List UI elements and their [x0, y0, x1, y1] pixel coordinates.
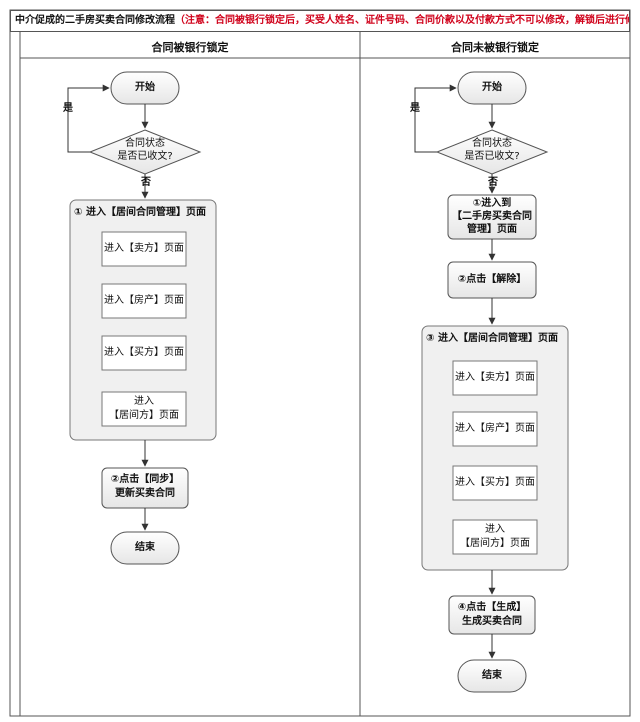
right-item-property-box — [452, 411, 538, 447]
right-decision-label-1: 合同状态 — [472, 138, 512, 149]
left-sync-label-1: ②点击【同步】 — [110, 474, 180, 485]
left-item-seller-box — [101, 231, 187, 267]
title-note: （注意：合同被银行锁定后，买受人姓名、证件号码、合同价款以及付款方式不可以修改，… — [175, 15, 630, 26]
right-item-broker-box — [452, 519, 538, 555]
right-item-broker-2: 【居间方】页面 — [460, 538, 530, 549]
left-end-node — [110, 531, 180, 565]
left-item-property-box — [101, 283, 187, 319]
page-title: 中介促成的二手房买卖合同修改流程 — [15, 15, 175, 26]
right-item-seller: 进入【卖方】页面 — [455, 372, 535, 383]
right-item-seller-box — [452, 360, 538, 396]
right-yes-label: 是 — [410, 103, 420, 114]
right-no-label: 否 — [488, 177, 498, 188]
left-column-heading: 合同被银行锁定 — [151, 41, 229, 54]
right-step2-label: ②点击【解除】 — [457, 274, 527, 285]
left-item-broker-1: 进入 — [134, 396, 154, 407]
right-column-heading: 合同未被银行锁定 — [451, 41, 539, 54]
right-step1-label-2: 【二手房买卖合同 — [452, 211, 532, 222]
page-title-bar: 中介促成的二手房买卖合同修改流程（注意：合同被银行锁定后，买受人姓名、证件号码、… — [10, 10, 630, 32]
right-gen-label-1: ④点击【生成】 — [457, 602, 527, 613]
right-item-property: 进入【房产】页面 — [455, 423, 535, 434]
left-item-broker-2: 【居间方】页面 — [109, 410, 179, 421]
left-item-seller: 进入【卖方】页面 — [104, 243, 184, 254]
left-item-property: 进入【房产】页面 — [104, 295, 184, 306]
left-no-label: 否 — [141, 177, 151, 188]
left-end-label: 结束 — [135, 542, 155, 553]
right-item-buyer-box — [452, 465, 538, 501]
left-item-broker-box — [101, 391, 187, 427]
left-item-buyer-box — [101, 335, 187, 371]
left-yes-label: 是 — [63, 103, 73, 114]
right-end-label: 结束 — [482, 670, 502, 681]
right-gen-label-2: 生成买卖合同 — [462, 616, 522, 627]
right-item-broker-1: 进入 — [485, 524, 505, 535]
right-step1-label-3: 管理】页面 — [467, 224, 517, 235]
right-step1-label-1: ①进入到 — [472, 198, 512, 209]
right-decision-label-2: 是否已收文? — [464, 151, 520, 162]
left-group-title: ① 进入【居间合同管理】页面 — [74, 207, 206, 218]
left-item-buyer: 进入【买方】页面 — [104, 347, 184, 358]
right-yes-loop — [414, 84, 457, 153]
right-item-buyer: 进入【买方】页面 — [455, 477, 535, 488]
left-decision-label-1: 合同状态 — [125, 138, 165, 149]
right-group-title: ③ 进入【居间合同管理】页面 — [426, 333, 558, 344]
right-end-node — [457, 659, 527, 693]
left-decision-label-2: 是否已收文? — [117, 151, 173, 162]
left-sync-label-2: 更新买卖合同 — [115, 488, 175, 499]
left-start-label: 开始 — [135, 82, 155, 93]
right-start-label: 开始 — [482, 82, 502, 93]
left-yes-loop — [67, 84, 110, 153]
